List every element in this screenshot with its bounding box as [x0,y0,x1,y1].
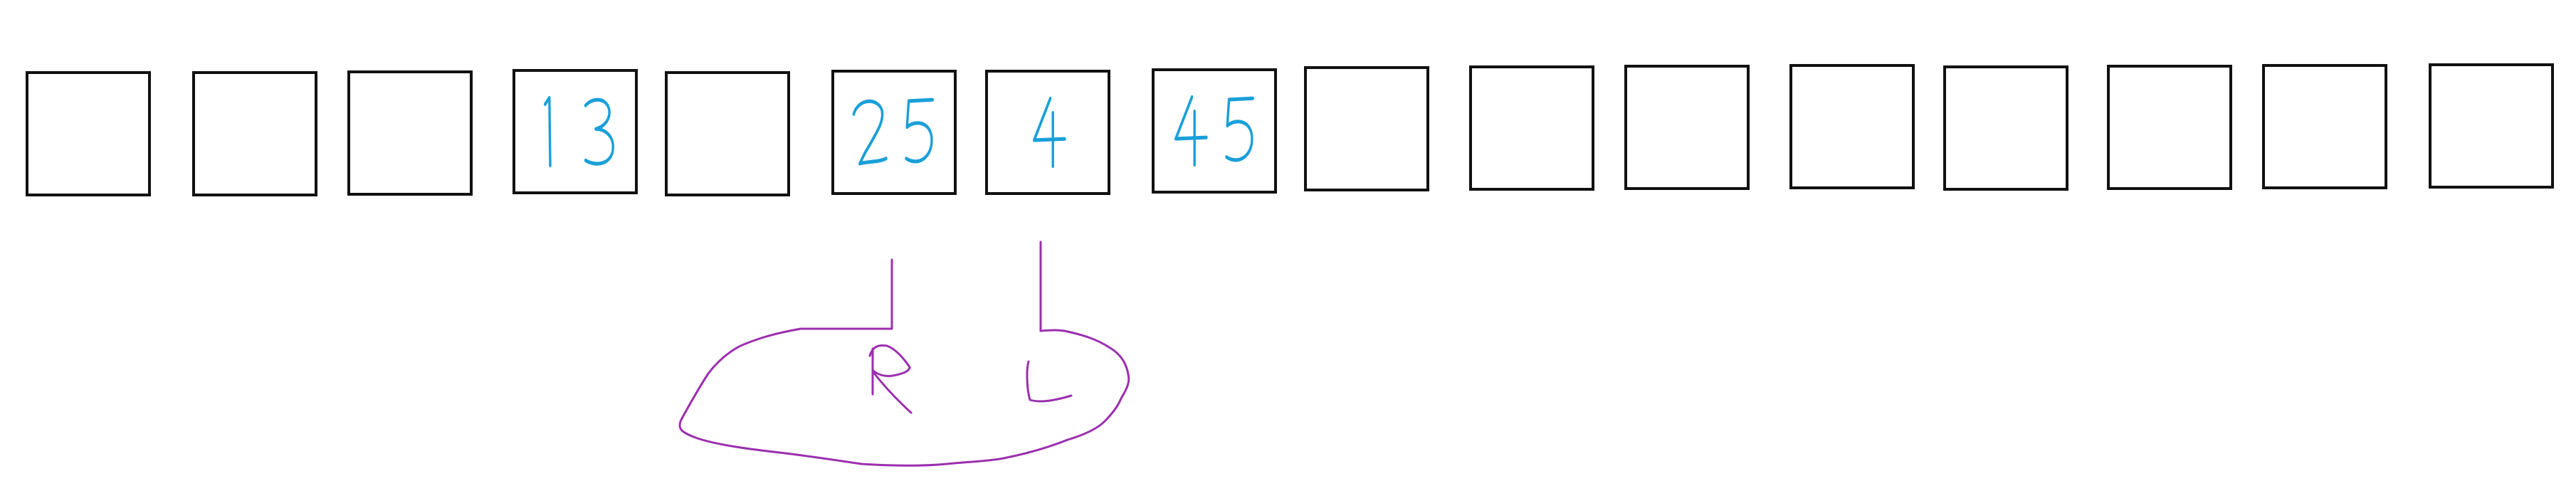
digit-5 [905,97,934,164]
slot-box-1 [26,71,151,196]
slot-box-7 [985,70,1110,195]
annotation-letter-r [868,344,913,414]
slot-box-14 [2107,65,2232,190]
slot-number-7: 4 [1033,96,1066,169]
digit-4 [1033,96,1066,169]
slot-row [26,63,2554,196]
slot-box-5 [665,71,790,196]
slot-numbers: 13 25 4 45 [544,95,1254,169]
digit-2 [852,99,888,166]
slot-box-13 [1943,65,2068,191]
digit-3 [584,97,614,166]
slot-box-12 [1789,64,1915,189]
connector-left [799,258,893,330]
slot-box-3 [347,70,473,196]
slot-box-4 [512,69,638,194]
slot-box-2 [192,71,317,196]
digit-5 [1225,96,1254,162]
slot-box-16 [2429,63,2554,189]
slot-number-4: 13 [544,95,614,168]
slot-box-8 [1152,68,1277,194]
loop-enclosure [678,327,1130,467]
slot-box-15 [2262,64,2387,189]
slot-box-11 [1624,65,1750,190]
slot-number-6: 25 [852,97,934,166]
digit-1 [544,95,552,168]
slot-box-9 [1304,66,1429,191]
slot-box-6 [831,70,957,195]
slot-number-8: 45 [1174,95,1254,167]
slot-box-10 [1469,65,1594,191]
digit-4 [1174,95,1208,167]
annotation-scribble [678,241,1130,467]
annotation-letter-l [1026,360,1073,403]
